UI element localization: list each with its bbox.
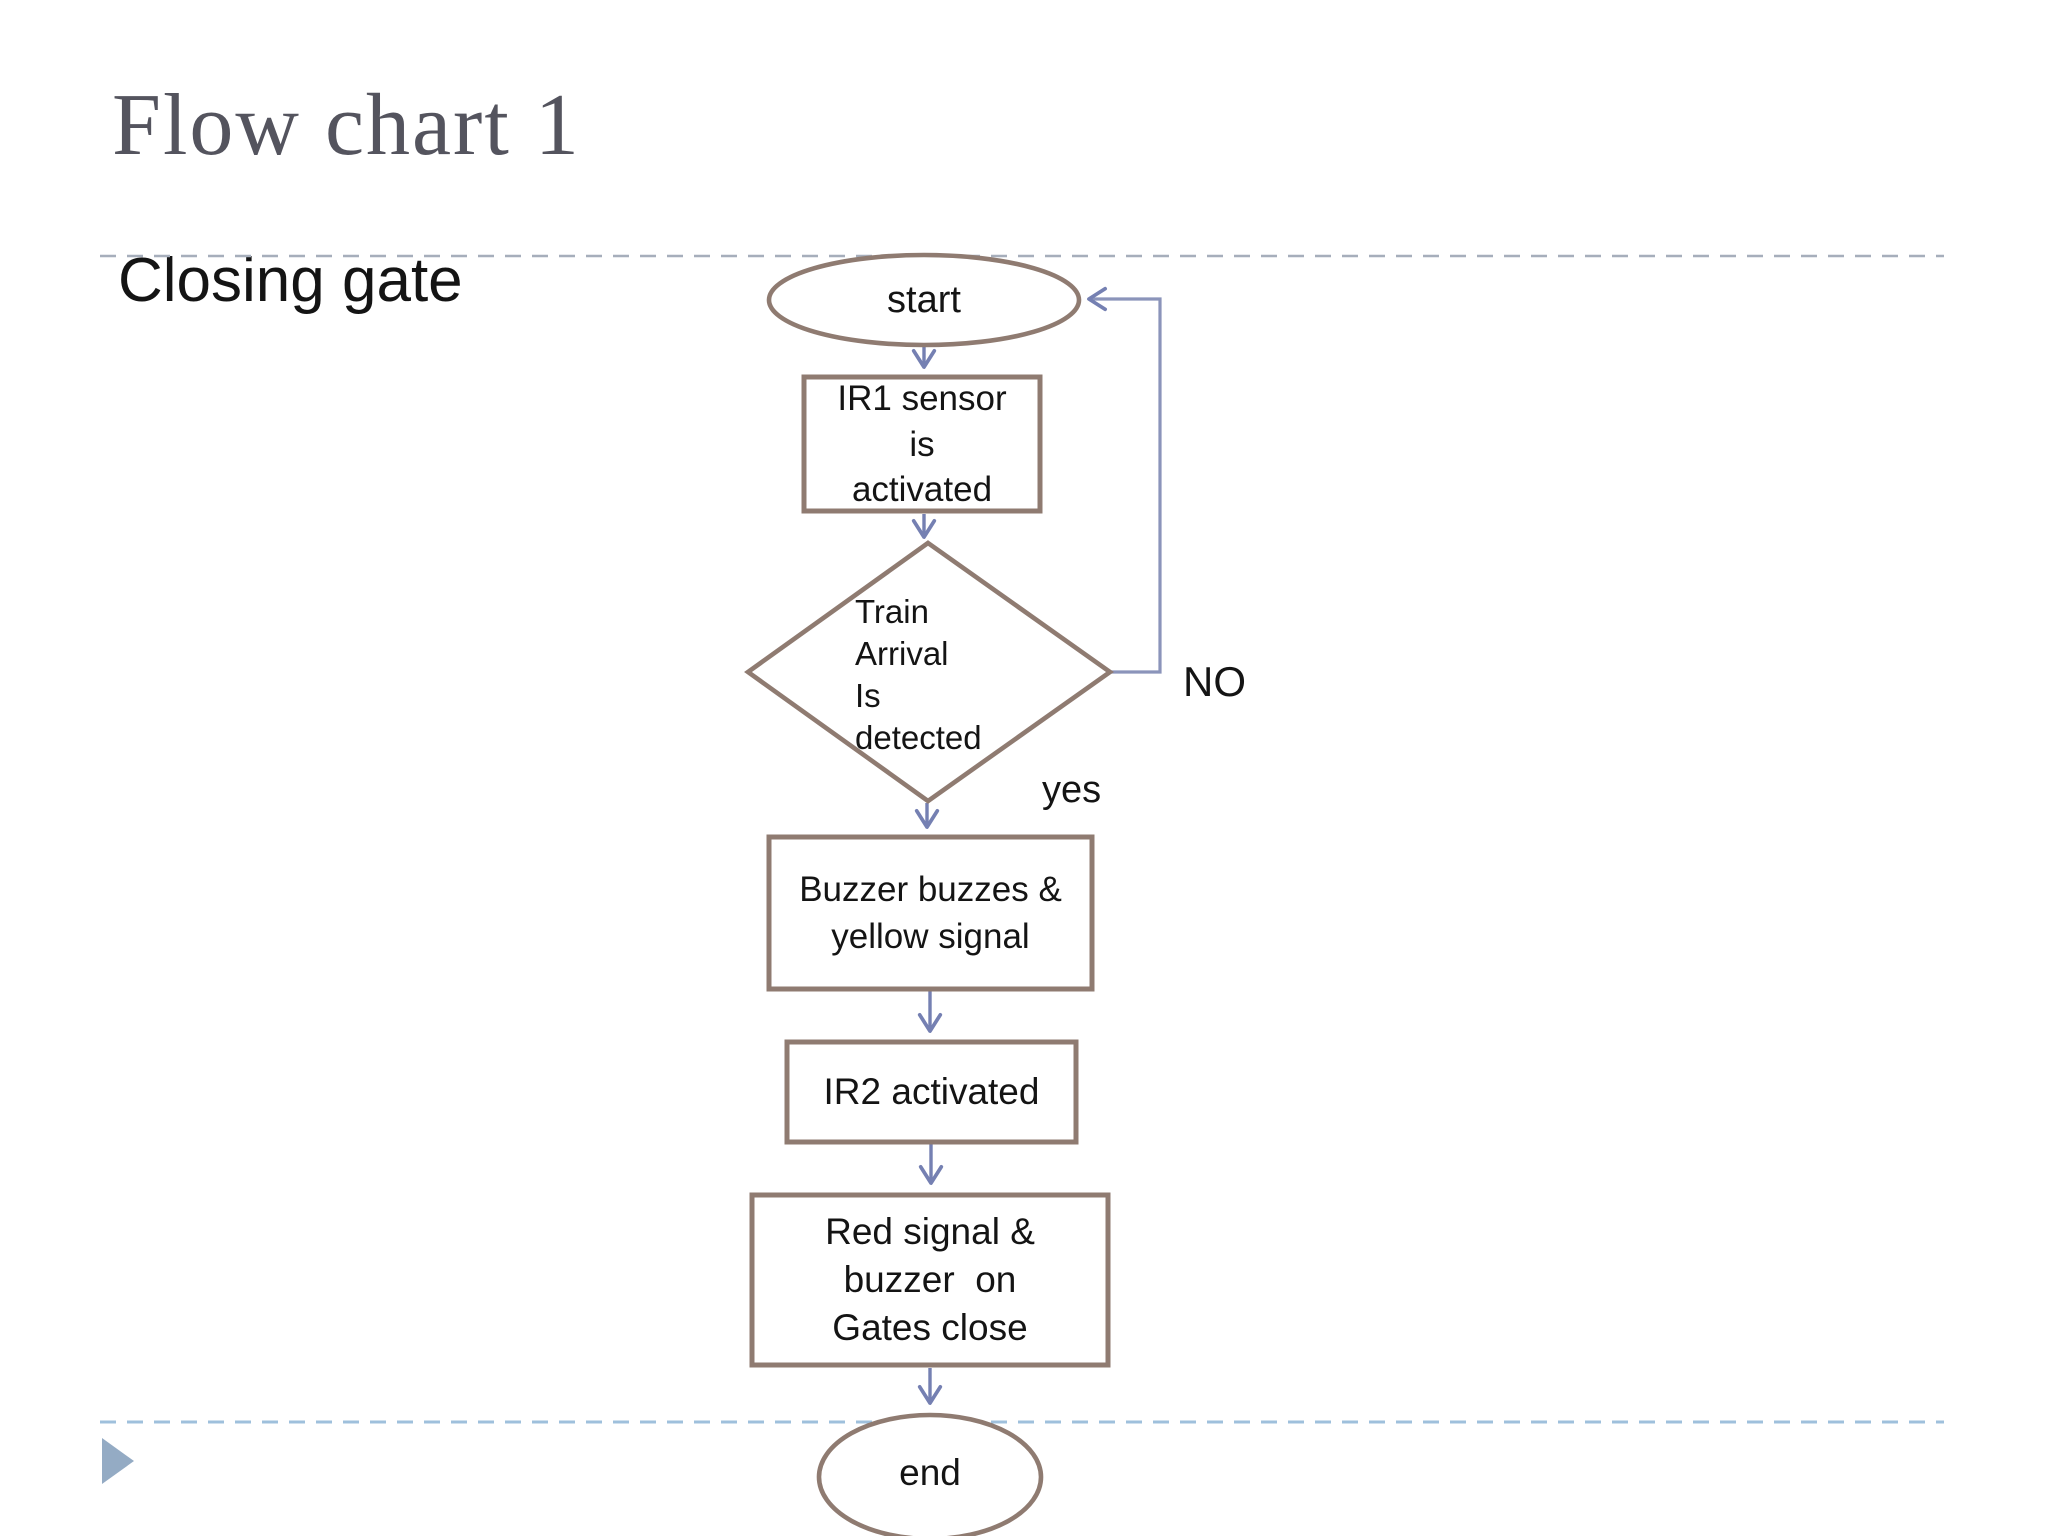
page-title: Flow chart 1 — [112, 77, 581, 174]
connector-no-loop — [1087, 286, 1162, 674]
buzzer-node-label: Buzzer buzzes & yellow signal — [799, 869, 1062, 956]
gates-node-label: Red signal & buzzer on Gates close — [825, 1210, 1035, 1349]
no-edge-label: NO — [1183, 658, 1246, 705]
start-node-label: start — [887, 278, 961, 321]
decision-node-label: Train Arrival Is detected — [855, 592, 982, 757]
end-node-label: end — [899, 1452, 961, 1493]
slide-subtitle: Closing gate — [118, 246, 463, 315]
ir1-node-shape — [801, 374, 1043, 514]
gates-node-shape — [749, 1192, 1111, 1368]
end-node-shape — [816, 1412, 1044, 1536]
ir2-node-label: IR2 activated — [823, 1071, 1040, 1112]
yes-edge-label: yes — [1042, 768, 1102, 811]
play-triangle-icon — [102, 1438, 134, 1484]
decision-node-shape — [744, 540, 1114, 804]
buzzer-node-shape — [766, 834, 1095, 992]
ir1-node-label: IR1 sensor is activated — [837, 379, 1007, 510]
start-node-shape — [766, 252, 1082, 348]
ir2-node-shape — [784, 1039, 1079, 1145]
